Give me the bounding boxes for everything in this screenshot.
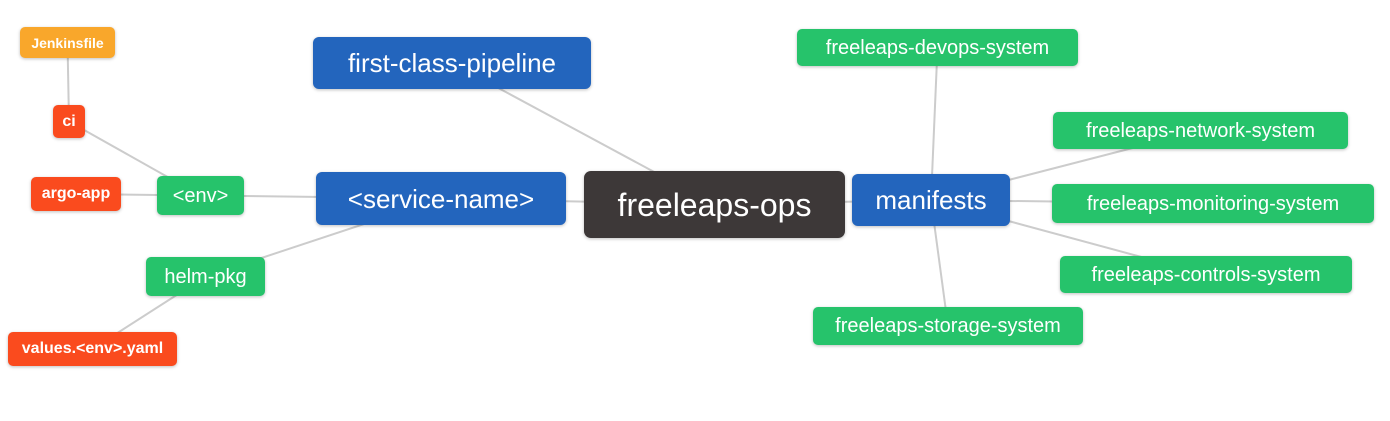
- node-first-class-pipeline[interactable]: first-class-pipeline: [313, 37, 591, 89]
- node-freeleaps-ops-root[interactable]: freeleaps-ops: [584, 171, 845, 238]
- node-freeleaps-controls-system[interactable]: freeleaps-controls-system: [1060, 256, 1352, 293]
- node-service-name[interactable]: <service-name>: [316, 172, 566, 225]
- node-manifests[interactable]: manifests: [852, 174, 1010, 226]
- node-freeleaps-monitoring-system[interactable]: freeleaps-monitoring-system: [1052, 184, 1374, 223]
- node-ci[interactable]: ci: [53, 105, 85, 138]
- node-jenkinsfile[interactable]: Jenkinsfile: [20, 27, 115, 58]
- node-argo-app[interactable]: argo-app: [31, 177, 121, 211]
- node-helm-pkg[interactable]: helm-pkg: [146, 257, 265, 296]
- node-freeleaps-devops-system[interactable]: freeleaps-devops-system: [797, 29, 1078, 66]
- node-env[interactable]: <env>: [157, 176, 244, 215]
- node-freeleaps-storage-system[interactable]: freeleaps-storage-system: [813, 307, 1083, 345]
- node-values-env-yaml[interactable]: values.<env>.yaml: [8, 332, 177, 366]
- node-freeleaps-network-system[interactable]: freeleaps-network-system: [1053, 112, 1348, 149]
